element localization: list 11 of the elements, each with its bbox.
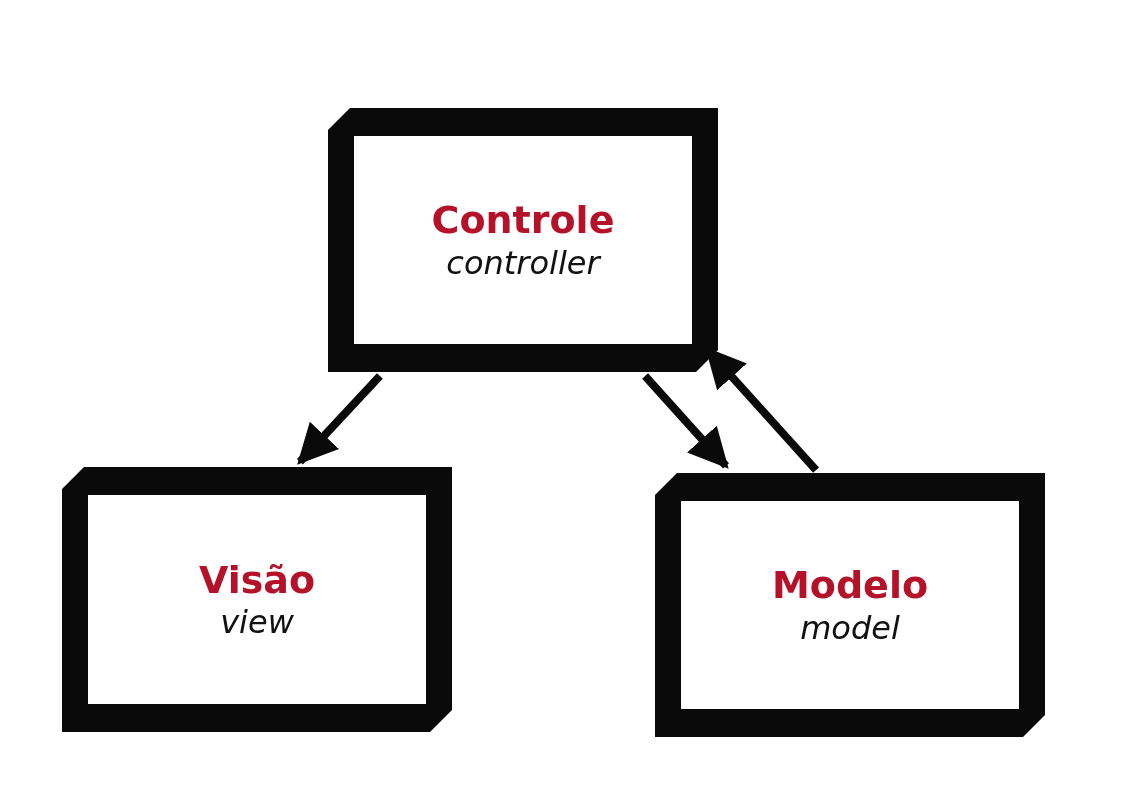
process-box (62, 467, 452, 732)
box-subtitle: model (800, 608, 900, 647)
arrow (296, 373, 383, 465)
process-box (655, 473, 1045, 737)
arrow (642, 373, 729, 469)
box-title: Visão (198, 557, 316, 604)
box-subtitle: controller (446, 243, 600, 282)
process-box (328, 108, 718, 372)
box-title: Modelo (772, 563, 928, 609)
box-title: Controle (431, 198, 615, 244)
box-subtitle: view (220, 603, 294, 642)
